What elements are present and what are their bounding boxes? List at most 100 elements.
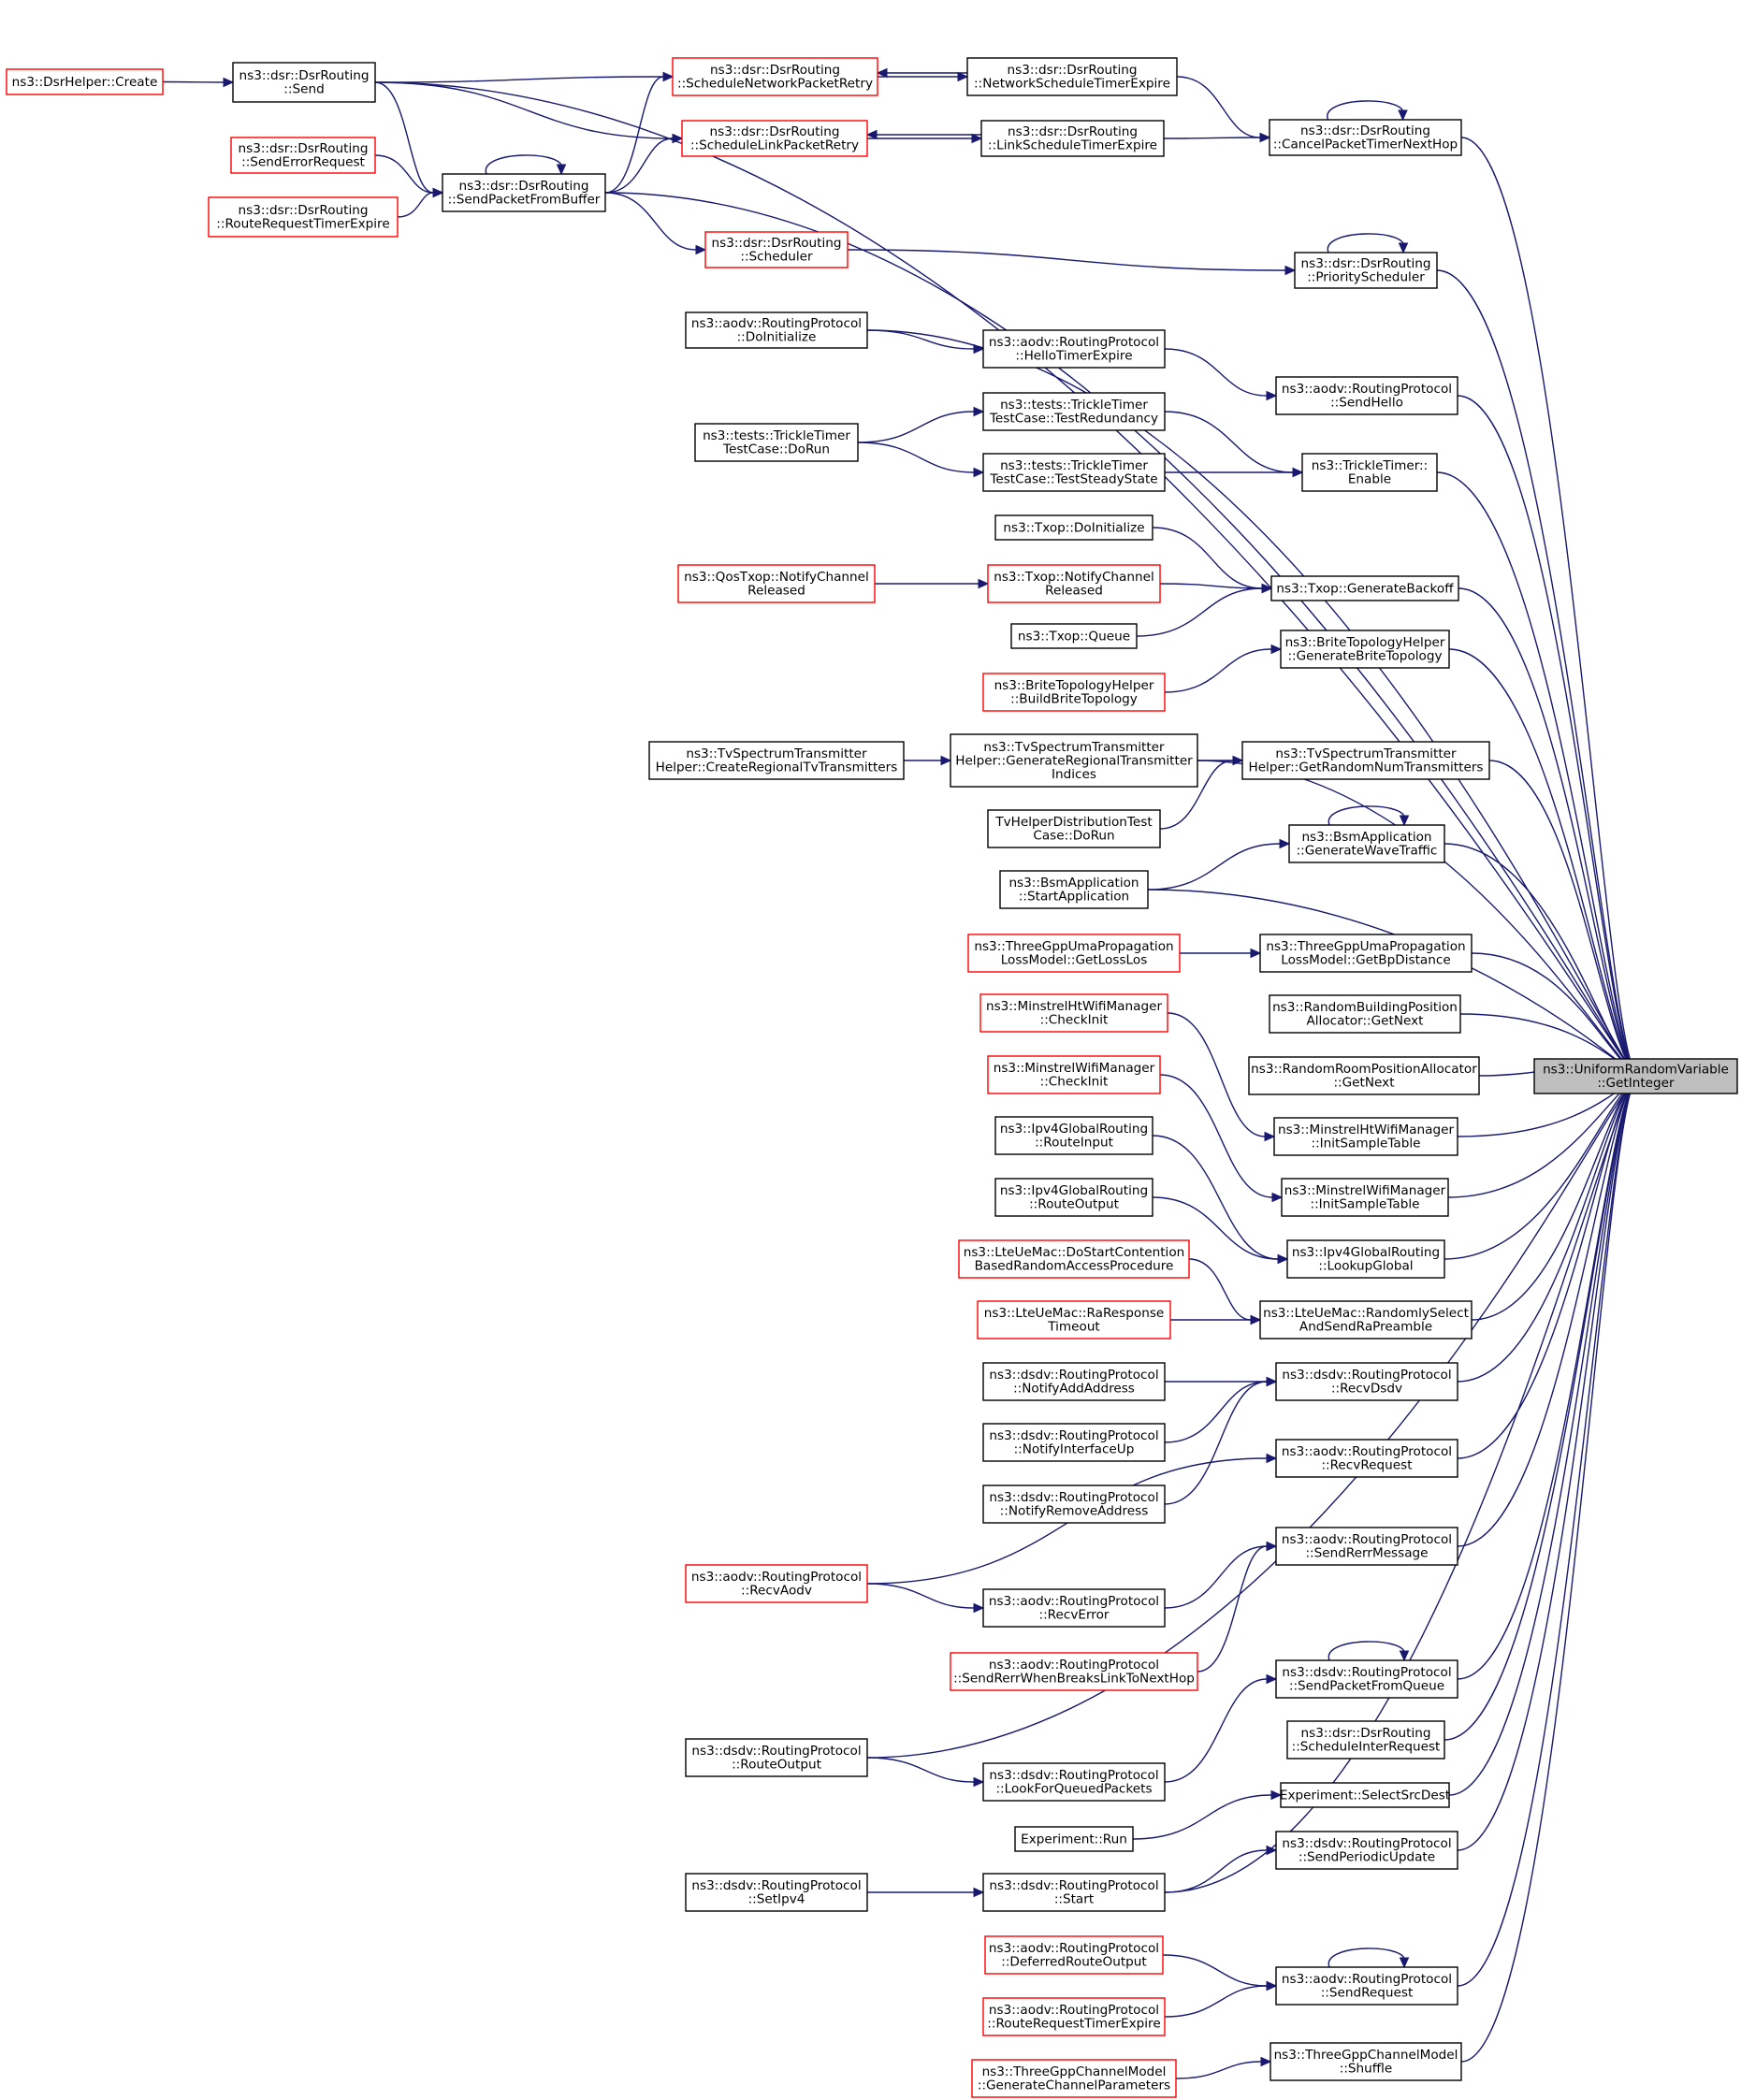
call-edge-lte-rsa-to-target	[1471, 1075, 1638, 1321]
node-dsdv-rout[interactable]: ns3::dsdv::RoutingProtocol::RouteOutput	[685, 1738, 868, 1777]
arrowhead-icon	[1399, 815, 1410, 827]
node-dsr-senderr[interactable]: ns3::dsr::DsrRouting::SendErrorRequest	[230, 137, 376, 174]
node-aodv-doinit[interactable]: ns3::aodv::RoutingProtocol::DoInitialize	[685, 311, 868, 349]
node-tv-create[interactable]: ns3::TvSpectrumTransmitterHelper::Create…	[648, 741, 905, 780]
call-edge-dsr-spfb-to-dsr-scheduler	[604, 192, 697, 251]
node-tt-enable[interactable]: ns3::TrickleTimer::Enable	[1301, 453, 1438, 492]
node-dsdv-nra[interactable]: ns3::dsdv::RoutingProtocol::NotifyRemove…	[982, 1484, 1166, 1524]
node-box	[1014, 1826, 1134, 1852]
node-dsdv-setipv4[interactable]: ns3::dsdv::RoutingProtocol::SetIpv4	[685, 1873, 868, 1912]
node-aodv-swbl[interactable]: ns3::aodv::RoutingProtocol::SendRerrWhen…	[950, 1652, 1198, 1691]
node-rbpa-next[interactable]: ns3::RandomBuildingPositionAllocator::Ge…	[1269, 994, 1461, 1034]
node-target[interactable]: ns3::UniformRandomVariable::GetInteger	[1533, 1058, 1738, 1094]
node-mw-init[interactable]: ns3::MinstrelWifiManager::InitSampleTabl…	[1281, 1178, 1449, 1217]
node-aodv-sendhello[interactable]: ns3::aodv::RoutingProtocol::SendHello	[1275, 376, 1458, 415]
node-aodv-sendreq[interactable]: ns3::aodv::RoutingProtocol::SendRequest	[1275, 1966, 1458, 2006]
node-bsm-gwt[interactable]: ns3::BsmApplication::GenerateWaveTraffic	[1288, 824, 1445, 863]
call-edge-dsdv-recv-to-target	[1457, 1075, 1638, 1383]
node-mht-init[interactable]: ns3::MinstrelHtWifiManager::InitSampleTa…	[1273, 1117, 1458, 1156]
node-tt-red[interactable]: ns3::tests::TrickleTimerTestCase::TestRe…	[982, 392, 1166, 431]
node-label-line: ns3::LteUeMac::RaResponse	[984, 1306, 1165, 1321]
node-txop-gb[interactable]: ns3::Txop::GenerateBackoff	[1270, 575, 1459, 601]
node-dsr-rrtimer[interactable]: ns3::dsr::DsrRouting::RouteRequestTimerE…	[208, 196, 399, 238]
call-edge-dsdv-start-to-target	[1164, 1075, 1638, 1893]
node-dsdv-spu[interactable]: ns3::dsdv::RoutingProtocol::SendPeriodic…	[1275, 1831, 1458, 1870]
node-aodv-rrte[interactable]: ns3::aodv::RoutingProtocol::RouteRequest…	[982, 1997, 1166, 2036]
node-dsdv-recv[interactable]: ns3::dsdv::RoutingProtocol::RecvDsdv	[1275, 1362, 1458, 1401]
node-label-line: ns3::QosTxop::NotifyChannel	[684, 570, 869, 585]
node-brite-gen[interactable]: ns3::BriteTopologyHelper::GenerateBriteT…	[1280, 630, 1450, 669]
node-aodv-dro[interactable]: ns3::aodv::RoutingProtocol::DeferredRout…	[984, 1935, 1164, 1975]
node-dsr-nste[interactable]: ns3::dsr::DsrRouting::NetworkScheduleTim…	[966, 57, 1178, 96]
arrowhead-icon	[1270, 1789, 1283, 1801]
node-dsr-scheduler[interactable]: ns3::dsr::DsrRouting::Scheduler	[704, 231, 849, 268]
node-aodv-recverr[interactable]: ns3::aodv::RoutingProtocol::RecvError	[982, 1588, 1166, 1628]
node-aodv-srerr[interactable]: ns3::aodv::RoutingProtocol::SendRerrMess…	[1275, 1527, 1458, 1566]
call-edge-dsr-rrtimer-to-dsr-spfb	[397, 192, 434, 218]
node-tv-getrand[interactable]: ns3::TvSpectrumTransmitterHelper::GetRan…	[1241, 741, 1490, 780]
call-edge-dsr-spfb-to-dsr-snpr	[604, 76, 664, 194]
call-edge-tgcm-gcp-to-tgcm-shuffle	[1175, 2061, 1262, 2079]
node-dsr-spfb[interactable]: ns3::dsr::DsrRouting::SendPacketFromBuff…	[442, 173, 606, 212]
node-dsdv-lfqp[interactable]: ns3::dsdv::RoutingProtocol::LookForQueue…	[982, 1762, 1166, 1802]
node-uma-getlos[interactable]: ns3::ThreeGppUmaPropagationLossModel::Ge…	[967, 934, 1181, 973]
node-label-line: ns3::Txop::NotifyChannel	[994, 570, 1154, 585]
node-mw-check[interactable]: ns3::MinstrelWifiManager::CheckInit	[987, 1055, 1161, 1094]
arrowhead-icon	[940, 755, 952, 766]
node-rrpa-next[interactable]: ns3::RandomRoomPositionAllocator::GetNex…	[1248, 1056, 1480, 1095]
node-dsr-prio[interactable]: ns3::dsr::DsrRouting::PriorityScheduler	[1294, 252, 1438, 289]
node-bsm-start[interactable]: ns3::BsmApplication::StartApplication	[999, 870, 1149, 909]
node-dsdv-naa[interactable]: ns3::dsdv::RoutingProtocol::NotifyAddAdd…	[982, 1362, 1166, 1401]
node-exp-run[interactable]: Experiment::Run	[1014, 1826, 1134, 1852]
node-dsr-slpr[interactable]: ns3::dsr::DsrRouting::ScheduleLinkPacket…	[681, 120, 868, 157]
node-dsr-lste[interactable]: ns3::dsr::DsrRouting::LinkScheduleTimerE…	[980, 120, 1165, 157]
node-lte-rsa[interactable]: ns3::LteUeMac::RandomlySelectAndSendRaPr…	[1259, 1300, 1473, 1340]
node-aodv-recvaodv[interactable]: ns3::aodv::RoutingProtocol::RecvAodv	[685, 1564, 868, 1603]
node-ipv4-rin[interactable]: ns3::Ipv4GlobalRouting::RouteInput	[994, 1116, 1153, 1155]
node-box	[980, 120, 1165, 157]
node-lte-dsc[interactable]: ns3::LteUeMac::DoStartContentionBasedRan…	[958, 1239, 1190, 1279]
node-box	[1259, 1300, 1473, 1340]
call-edge-exp-run-to-exp-ssd	[1132, 1794, 1272, 1840]
node-dsr-cptnh[interactable]: ns3::dsr::DsrRouting::CancelPacketTimerN…	[1269, 119, 1462, 156]
call-edge-aodv-rrte-to-aodv-sendreq	[1164, 1985, 1268, 2018]
node-dsr-snpr[interactable]: ns3::dsr::DsrRouting::ScheduleNetworkPac…	[672, 57, 878, 96]
node-dsdv-start[interactable]: ns3::dsdv::RoutingProtocol::Start	[982, 1873, 1166, 1912]
node-ipv4-rout[interactable]: ns3::Ipv4GlobalRouting::RouteOutput	[994, 1178, 1153, 1217]
node-tv-genreg[interactable]: ns3::TvSpectrumTransmitterHelper::Genera…	[950, 733, 1198, 788]
node-tgcm-gcp[interactable]: ns3::ThreeGppChannelModel::GenerateChann…	[971, 2059, 1177, 2098]
call-edge-aodv-recverr-to-aodv-srerr	[1164, 1545, 1268, 1609]
node-ipv4-lookup[interactable]: ns3::Ipv4GlobalRouting::LookupGlobal	[1286, 1239, 1445, 1279]
node-aodv-hte[interactable]: ns3::aodv::RoutingProtocol::HelloTimerEx…	[982, 329, 1166, 369]
node-txop-queue[interactable]: ns3::Txop::Queue	[1010, 623, 1138, 649]
node-uma-getbp[interactable]: ns3::ThreeGppUmaPropagationLossModel::Ge…	[1259, 934, 1473, 973]
node-label-line: ns3::TvSpectrumTransmitter	[983, 740, 1165, 755]
node-exp-ssd[interactable]: Experiment::SelectSrcDest	[1280, 1782, 1450, 1808]
node-txop-doinit[interactable]: ns3::Txop::DoInitialize	[994, 514, 1153, 541]
node-dsr-sir[interactable]: ns3::dsr::DsrRouting::ScheduleInterReque…	[1286, 1720, 1445, 1760]
node-tt-steady[interactable]: ns3::tests::TrickleTimerTestCase::TestSt…	[982, 453, 1166, 492]
node-mht-check[interactable]: ns3::MinstrelHtWifiManager::CheckInit	[979, 993, 1168, 1033]
node-box	[1275, 376, 1458, 415]
call-nodes: ns3::UniformRandomVariable::GetIntegerns…	[6, 57, 1738, 2098]
node-aodv-recvreq[interactable]: ns3::aodv::RoutingProtocol::RecvRequest	[1275, 1439, 1458, 1478]
node-dsdv-niu[interactable]: ns3::dsdv::RoutingProtocol::NotifyInterf…	[982, 1423, 1166, 1462]
call-edge-dsr-cptnh-to-target	[1460, 137, 1638, 1078]
call-edge-dsdv-rout-to-dsdv-lfqp	[866, 1757, 975, 1783]
node-dsr-send[interactable]: ns3::dsr::DsrRouting::Send	[232, 62, 376, 103]
node-tgcm-shuffle[interactable]: ns3::ThreeGppChannelModel::Shuffle	[1269, 2042, 1462, 2081]
node-dsrhelper-create[interactable]: ns3::DsrHelper::Create	[6, 68, 164, 95]
call-edge-tt-red-to-tt-enable	[1164, 411, 1294, 473]
node-brite-build[interactable]: ns3::BriteTopologyHelper::BuildBriteTopo…	[982, 673, 1166, 712]
node-label-line: ::DeferredRouteOutput	[1001, 1955, 1146, 1970]
node-label-line: ns3::MinstrelHtWifiManager	[1278, 1122, 1454, 1137]
node-label-line: ns3::Txop::GenerateBackoff	[1276, 581, 1454, 596]
node-box	[982, 1423, 1166, 1462]
node-box	[1010, 623, 1138, 649]
node-dsdv-spfq[interactable]: ns3::dsdv::RoutingProtocol::SendPacketFr…	[1275, 1659, 1458, 1699]
